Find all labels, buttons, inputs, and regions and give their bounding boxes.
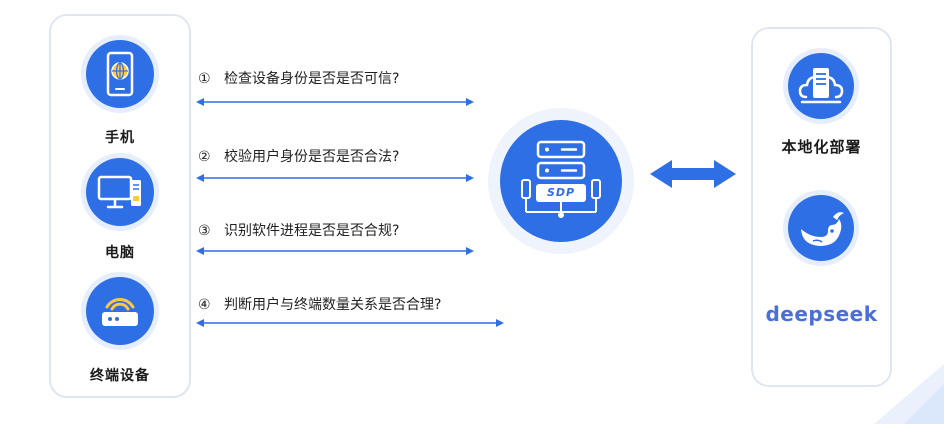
cloud-server-icon <box>788 53 854 119</box>
corner-decoration <box>874 364 944 424</box>
computer-icon <box>86 158 154 226</box>
local-deploy-label: 本地化部署 <box>781 138 862 156</box>
double-arrow-line <box>196 319 504 327</box>
step-text: 识别软件进程是否是否合规? <box>224 223 400 239</box>
step-text: 校验用户身份是否是否合法? <box>224 149 400 165</box>
step-3: ③ 识别软件进程是否是否合规? <box>198 220 399 240</box>
server-label: SDP <box>546 186 576 199</box>
device-label-computer: 电脑 <box>105 245 135 261</box>
step-4: ④ 判断用户与终端数量关系是否合理? <box>198 294 441 314</box>
bidirectional-arrow-icon <box>650 160 736 188</box>
double-arrow-line <box>196 247 474 255</box>
device-label-terminal: 终端设备 <box>90 368 150 384</box>
step-1: ① 检查设备身份是否是否可信? <box>198 68 399 88</box>
step-text: 检查设备身份是否是否可信? <box>224 71 400 87</box>
phone-icon <box>86 40 154 108</box>
device-label-phone: 手机 <box>105 130 135 146</box>
step-number: ③ <box>198 223 211 239</box>
step-number: ② <box>198 149 211 165</box>
double-arrow-line <box>196 174 474 182</box>
whale-icon <box>788 195 854 261</box>
double-arrow-line <box>196 98 474 106</box>
router-icon <box>86 277 154 345</box>
step-number: ① <box>198 71 211 87</box>
step-text: 判断用户与终端数量关系是否合理? <box>224 297 442 313</box>
deepseek-brand-text: deepseek <box>765 302 878 326</box>
step-2: ② 校验用户身份是否是否合法? <box>198 146 399 166</box>
server-icon: SDP <box>500 120 622 242</box>
step-number: ④ <box>198 297 211 313</box>
